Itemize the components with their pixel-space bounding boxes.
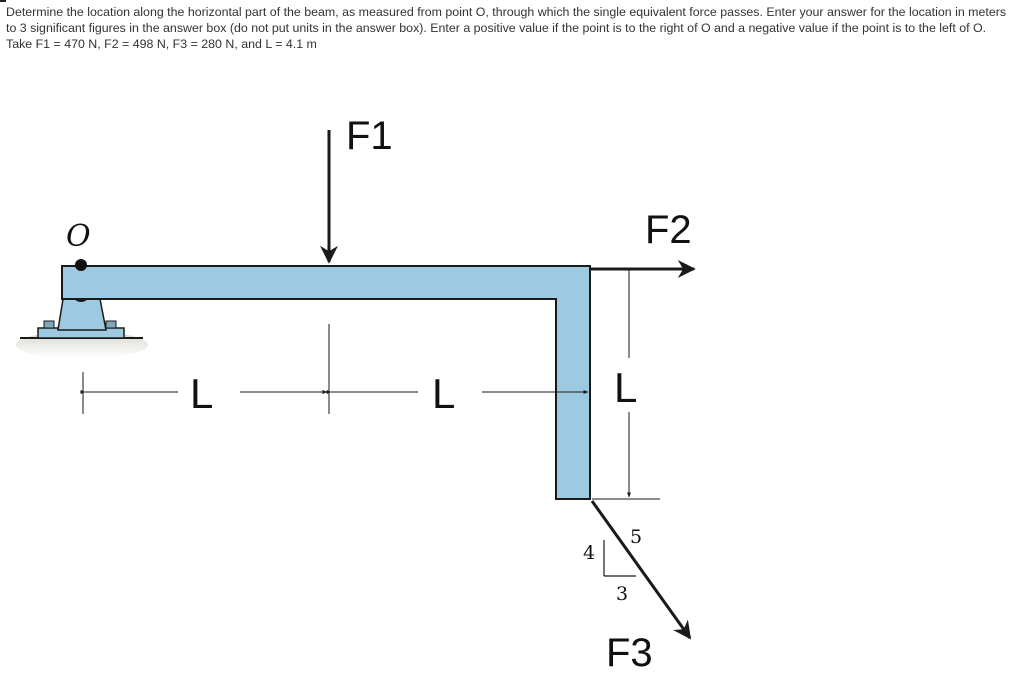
problem-statement: Determine the location along the horizon… xyxy=(6,5,1007,35)
force-f2-label: F2 xyxy=(645,208,692,252)
given-values: Take F1 = 470 N, F2 = 498 N, F3 = 280 N,… xyxy=(6,37,317,51)
problem-text: Determine the location along the horizon… xyxy=(6,4,1018,52)
slope-side-4: 4 xyxy=(583,542,595,564)
point-o-label: O xyxy=(66,219,91,254)
point-o-marker xyxy=(75,259,87,271)
horizontal-dimension xyxy=(80,324,589,414)
dimension-l-vertical: L xyxy=(614,364,637,411)
slope-triangle xyxy=(603,540,636,577)
dimension-l-first: L xyxy=(190,370,213,417)
force-f3-label: F3 xyxy=(606,631,653,675)
force-f3-arrow xyxy=(590,500,692,640)
force-f1-label: F1 xyxy=(346,114,393,158)
corner-mark xyxy=(0,0,6,2)
l-shaped-beam xyxy=(61,265,591,500)
dimension-l-second: L xyxy=(432,370,455,417)
slope-side-5: 5 xyxy=(630,526,642,548)
slope-side-3: 3 xyxy=(616,583,628,605)
vertical-dimension xyxy=(592,267,660,500)
